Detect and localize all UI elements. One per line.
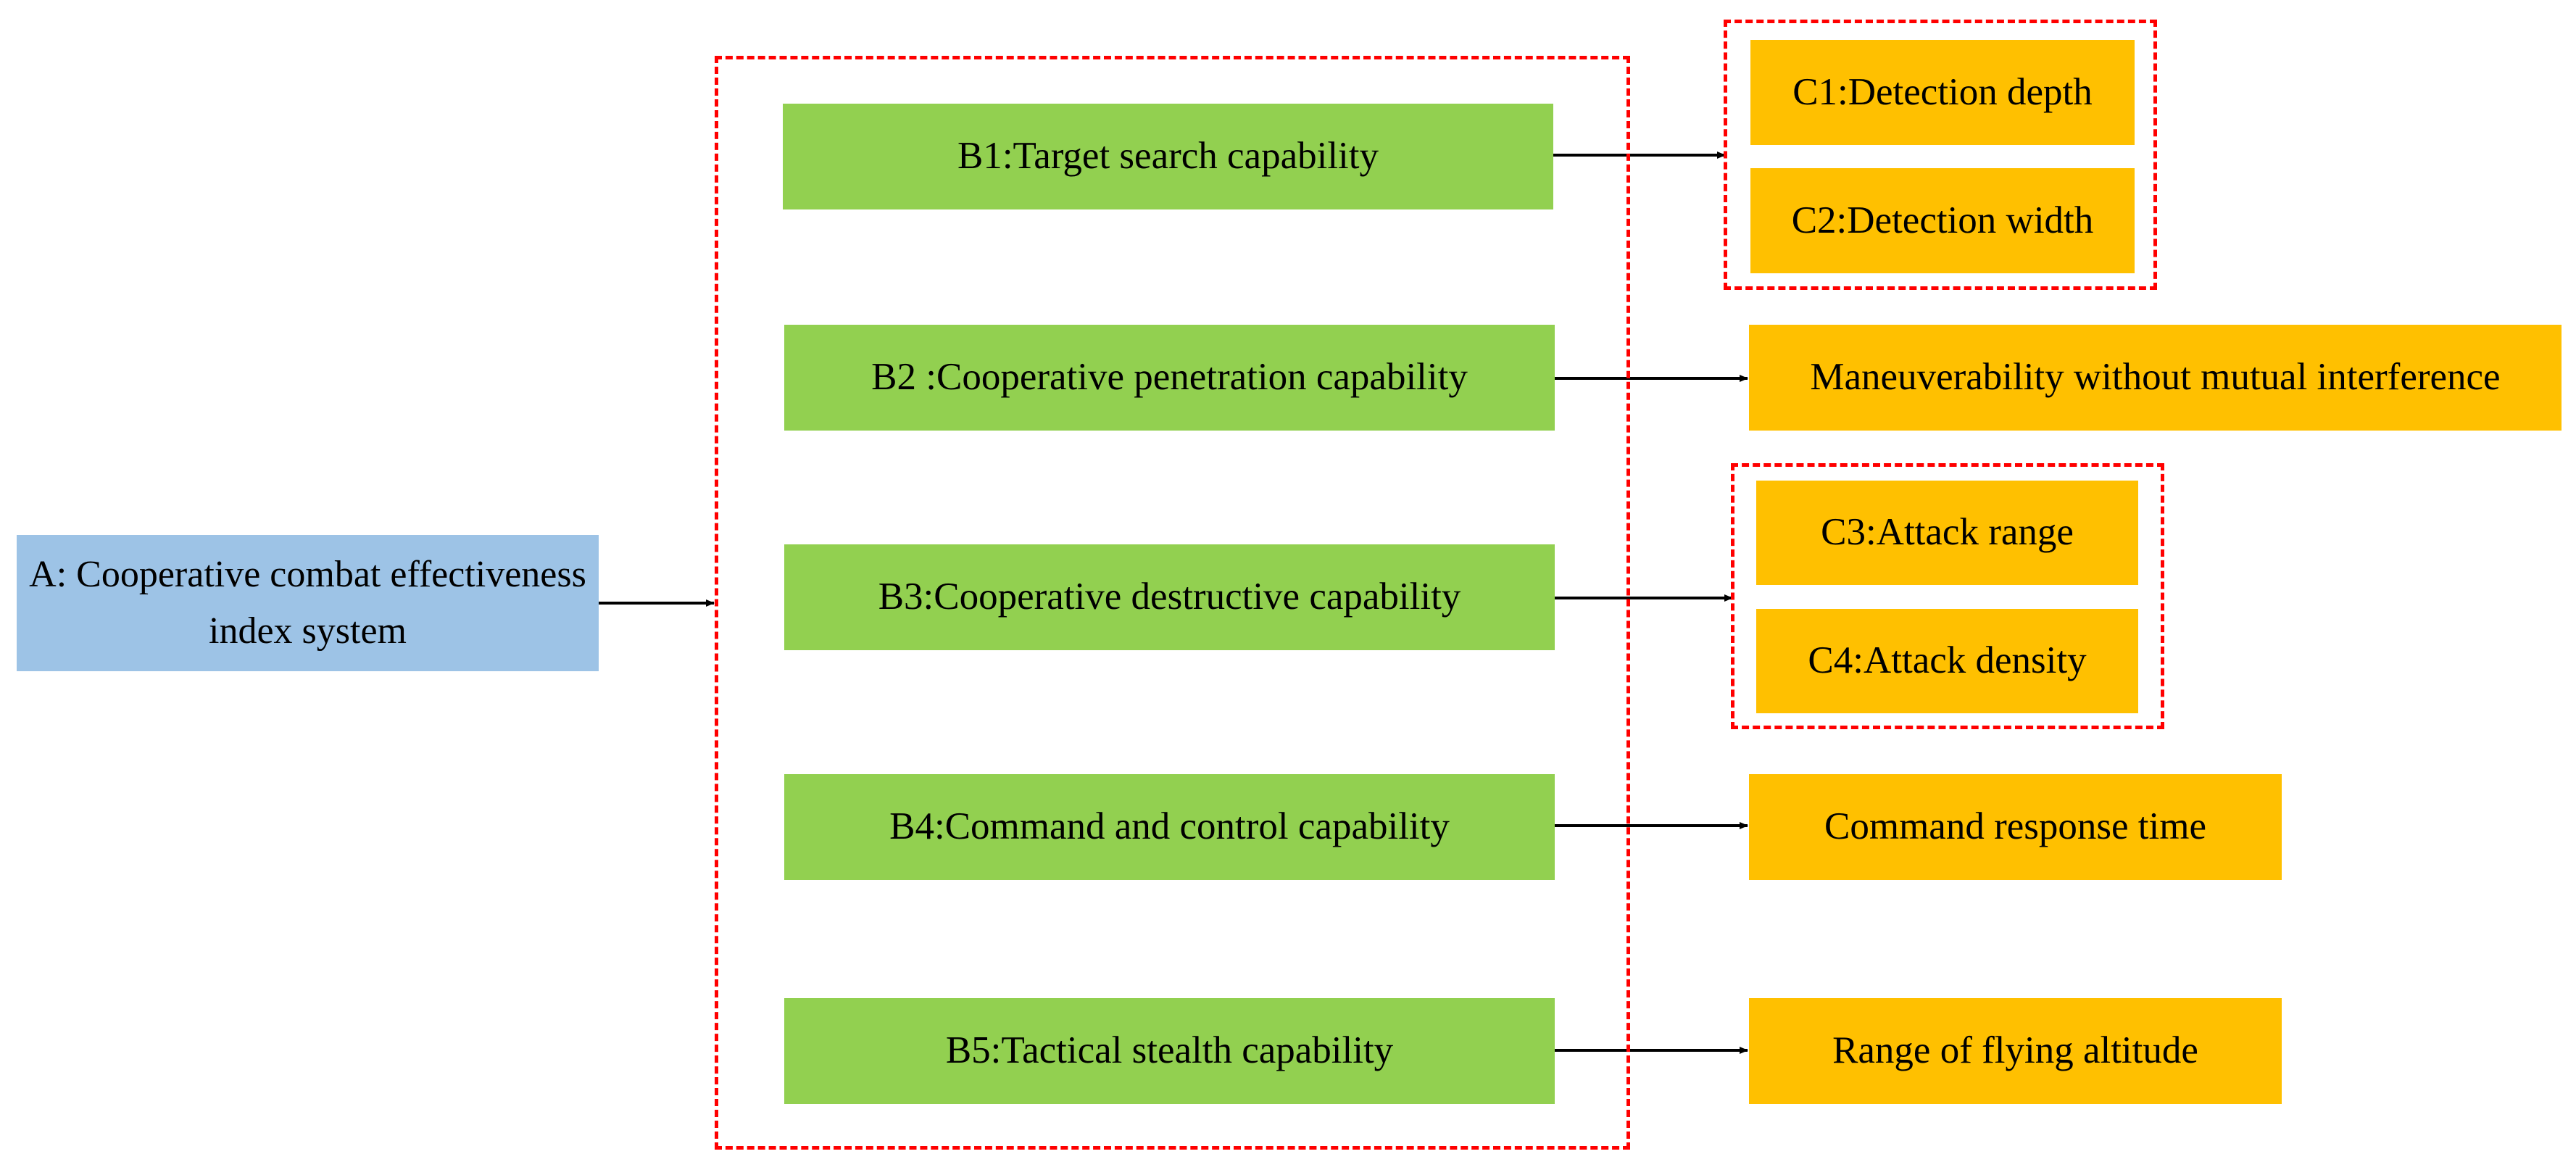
criterion-b5: B5:Tactical stealth capability [784,998,1555,1104]
criterion-b3: B3:Cooperative destructive capability [784,544,1555,650]
indicator-c1-label: C1:Detection depth [1792,70,2093,113]
indicator-command-response-time-label: Command response time [1824,805,2206,848]
indicator-maneuverability-label: Maneuverability without mutual interfere… [1810,356,2501,399]
root-node-a: A: Cooperative combat effectiveness inde… [17,535,599,671]
c3-c4-group-border [1731,463,2164,729]
indicator-flying-altitude-label: Range of flying altitude [1832,1029,2198,1072]
criterion-b3-label: B3:Cooperative destructive capability [878,576,1461,618]
indicator-c3-label: C3:Attack range [1821,511,2074,554]
criterion-b2: B2 :Cooperative penetration capability [784,325,1555,431]
c1-c2-group-border [1724,20,2157,290]
indicator-c2-label: C2:Detection width [1791,199,2094,241]
criterion-b5-label: B5:Tactical stealth capability [945,1029,1394,1072]
indicator-maneuverability: Maneuverability without mutual interfere… [1749,325,2562,431]
criterion-b4-label: B4:Command and control capability [889,805,1450,848]
criterion-b2-label: B2 :Cooperative penetration capability [871,356,1468,399]
indicator-c4-label: C4:Attack density [1808,639,2087,682]
root-node-label: A: Cooperative combat effectiveness inde… [29,554,586,652]
criterion-b4: B4:Command and control capability [784,774,1555,880]
indicator-c2: C2:Detection width [1750,168,2135,273]
criterion-b1-label: B1:Target search capability [957,135,1379,178]
indicator-c3: C3:Attack range [1756,481,2138,585]
indicator-c4: C4:Attack density [1756,609,2138,713]
criteria-group-border [715,56,1630,1150]
criterion-b1: B1:Target search capability [783,104,1553,209]
indicator-command-response-time: Command response time [1749,774,2282,880]
indicator-flying-altitude: Range of flying altitude [1749,998,2282,1104]
indicator-c1: C1:Detection depth [1750,40,2135,145]
